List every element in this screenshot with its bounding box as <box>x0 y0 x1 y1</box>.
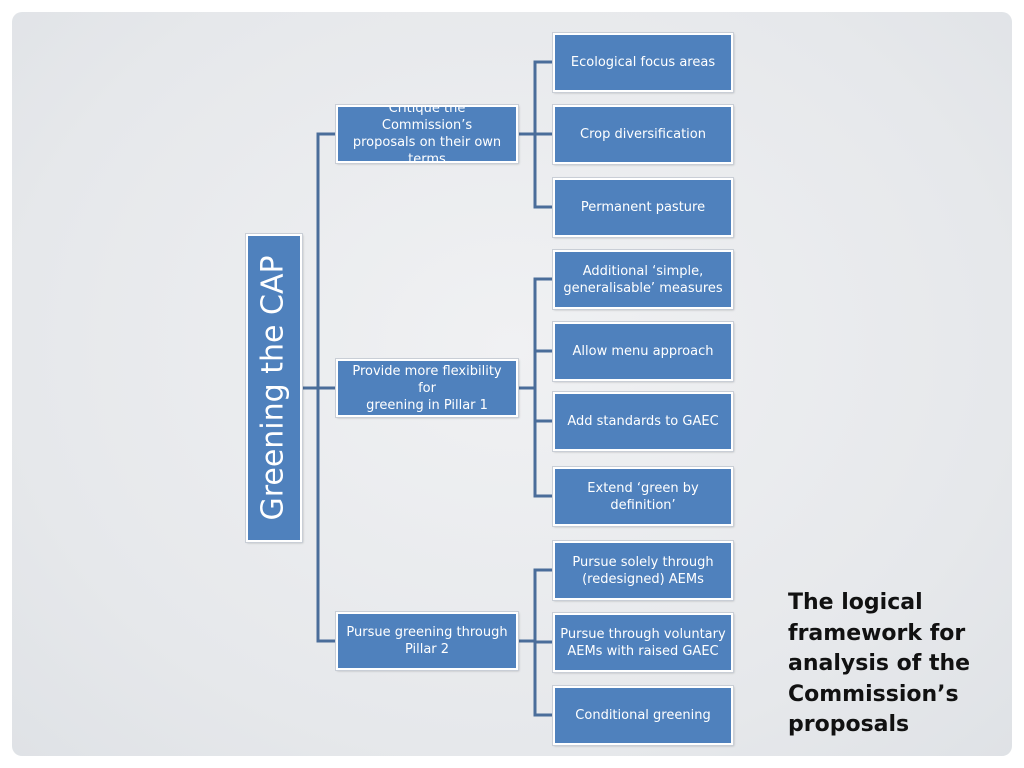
branch-node-pillar2: Pursue greening through Pillar 2 <box>335 611 519 671</box>
leaf-node-voluntary-aems: Pursue through voluntary AEMs with raise… <box>552 612 734 673</box>
root-label: Greening the CAP <box>256 255 292 521</box>
branch-node-critique: Critique the Commission’s proposals on t… <box>335 104 519 164</box>
leaf-node-standards-gaec: Add standards to GAEC <box>552 391 734 452</box>
leaf-node-permanent-pasture: Permanent pasture <box>552 177 734 238</box>
leaf-node-menu-approach: Allow menu approach <box>552 321 734 382</box>
leaf-node-ecological-focus-areas: Ecological focus areas <box>552 32 734 93</box>
leaf-node-green-by-definition: Extend ‘green by definition’ <box>552 466 734 527</box>
root-node: Greening the CAP <box>245 233 303 543</box>
slide-caption: The logical framework for analysis of th… <box>788 590 971 737</box>
branch-node-flexibility: Provide more flexibility for greening in… <box>335 358 519 418</box>
leaf-node-additional-measures: Additional ‘simple, generalisable’ measu… <box>552 249 734 310</box>
leaf-node-redesigned-aems: Pursue solely through (redesigned) AEMs <box>552 540 734 601</box>
leaf-node-conditional-greening: Conditional greening <box>552 685 734 746</box>
leaf-node-crop-diversification: Crop diversification <box>552 104 734 165</box>
